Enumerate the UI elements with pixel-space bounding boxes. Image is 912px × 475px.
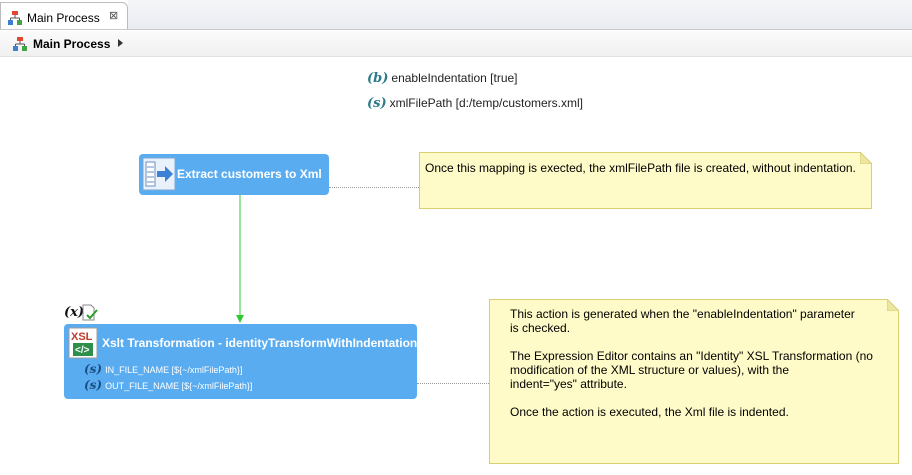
process-icon [8, 11, 22, 25]
editor-tab-bar: Main Process ⊠ [0, 0, 912, 31]
node-title: Extract customers to Xml [177, 167, 322, 181]
note-text: Once this mapping is exected, the xmlFil… [425, 161, 856, 175]
breadcrumb-label[interactable]: Main Process [33, 37, 111, 51]
condition-icon[interactable]: (x) [64, 305, 85, 320]
tab-divider [0, 29, 912, 30]
boolean-param-icon: (b) [367, 71, 389, 86]
parameter-enable-indentation[interactable]: (b)enableIndentation [true] [367, 71, 518, 86]
tab-label: Main Process [27, 11, 100, 25]
parameter-xml-file-path[interactable]: (s)xmlFilePath [d:/temp/customers.xml] [367, 96, 583, 111]
param-text: OUT_FILE_NAME [${~/xmlFilePath}] [105, 381, 253, 391]
note-fold-icon [887, 299, 899, 311]
param-in-file-name[interactable]: (s)IN_FILE_NAME [${~/xmlFilePath}] [84, 362, 242, 376]
process-icon [13, 37, 27, 51]
chevron-right-icon[interactable] [118, 39, 123, 47]
param-text: IN_FILE_NAME [${~/xmlFilePath}] [105, 365, 243, 375]
param-out-file-name[interactable]: (s)OUT_FILE_NAME [${~/xmlFilePath}] [84, 378, 252, 392]
arrow-head-icon [236, 315, 244, 323]
node-title: Xslt Transformation - identityTransformW… [102, 336, 418, 350]
mapping-icon [142, 157, 176, 191]
note-text: This action is generated when the "enabl… [510, 307, 873, 419]
parameter-text: xmlFilePath [d:/temp/customers.xml] [389, 96, 584, 110]
xsl-icon: XSL </> [68, 327, 98, 359]
parameter-text: enableIndentation [true] [391, 71, 518, 85]
string-param-icon: (s) [84, 378, 103, 392]
tab-main-process[interactable]: Main Process ⊠ [0, 2, 128, 30]
note-fold-icon [860, 152, 872, 164]
note-link [329, 187, 419, 188]
checked-page-icon[interactable] [81, 304, 99, 322]
string-param-icon: (s) [367, 96, 387, 111]
tab-bar-background [128, 0, 912, 29]
note-xslt-action[interactable]: This action is generated when the "enabl… [489, 299, 899, 464]
xslt-transformation-node[interactable]: XSL </> Xslt Transformation - identityTr… [64, 324, 417, 399]
close-icon[interactable]: ⊠ [109, 10, 119, 22]
string-param-icon: (s) [84, 362, 103, 376]
note-link [417, 383, 489, 384]
svg-text:XSL: XSL [71, 331, 93, 343]
svg-text:</>: </> [75, 345, 90, 356]
breadcrumb: Main Process [0, 31, 912, 57]
process-canvas[interactable]: (b)enableIndentation [true] (s)xmlFilePa… [0, 58, 912, 475]
extract-customers-node[interactable]: Extract customers to Xml [139, 154, 329, 195]
connector-layer [236, 195, 244, 323]
note-mapping[interactable]: Once this mapping is exected, the xmlFil… [419, 152, 872, 209]
